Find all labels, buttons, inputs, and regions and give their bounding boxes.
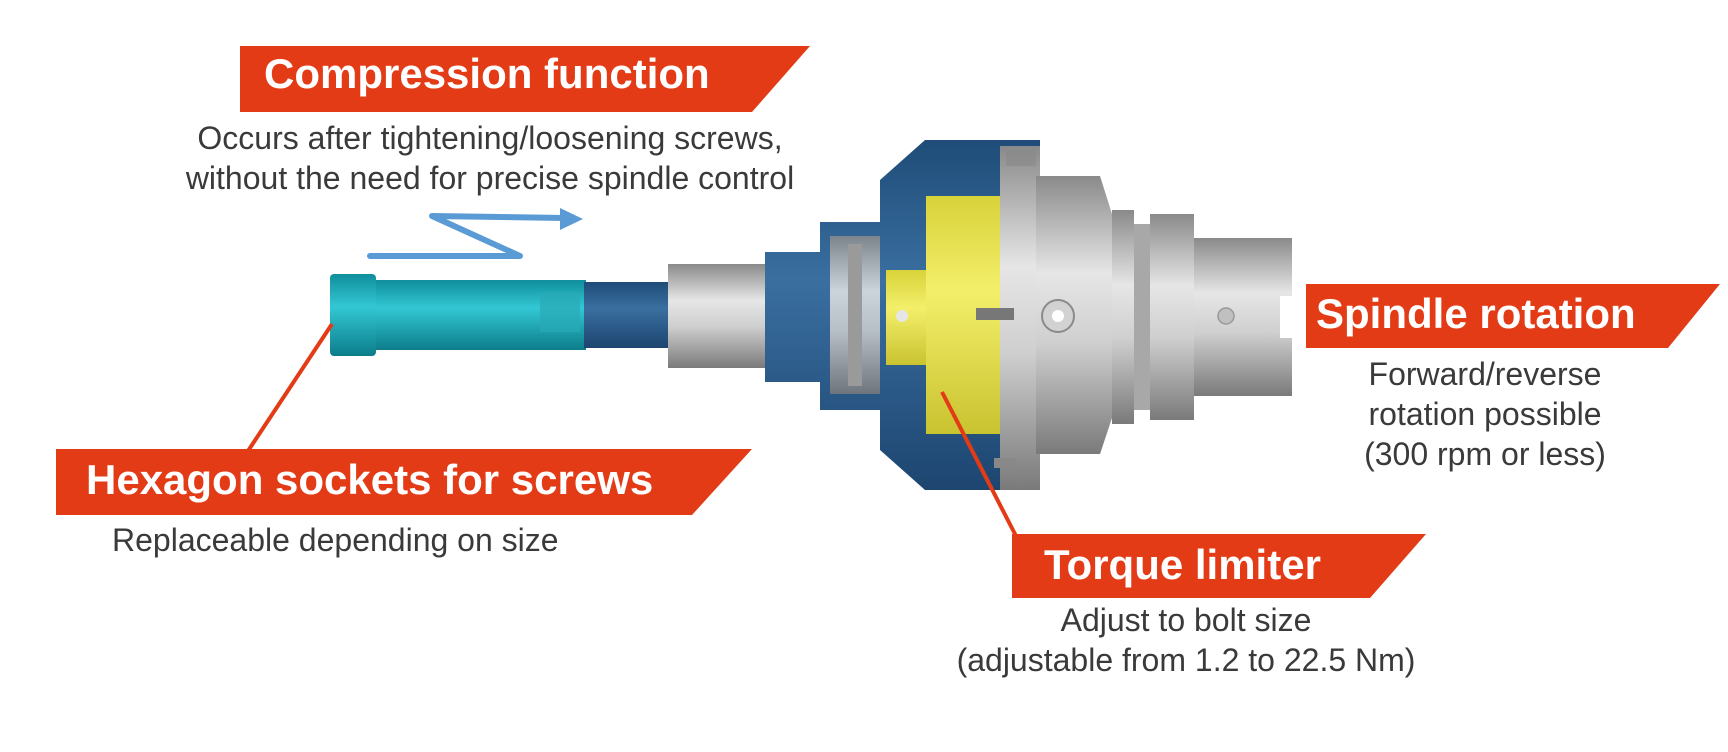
hexagon-banner bbox=[56, 449, 752, 515]
spindle-description: Forward/reverse rotation possible (300 r… bbox=[1320, 354, 1650, 474]
hexagon-description: Replaceable depending on size bbox=[112, 520, 622, 560]
compression-arrow-icon bbox=[367, 208, 583, 259]
torque-description-line-2: (adjustable from 1.2 to 22.5 Nm) bbox=[956, 642, 1416, 678]
compression-title: Compression function bbox=[264, 50, 710, 97]
compression-description-line-2: without the need for precise spindle con… bbox=[185, 160, 795, 196]
inner-shaft-part bbox=[668, 264, 778, 368]
spindle-description-line-2: rotation possible bbox=[1368, 396, 1602, 432]
hexagon-description-line-1: Replaceable depending on size bbox=[112, 522, 559, 558]
spindle-banner bbox=[1306, 284, 1720, 348]
compression-banner bbox=[240, 46, 810, 112]
torque-description: Adjust to bolt size (adjustable from 1.2… bbox=[906, 600, 1466, 680]
spindle-description-line-1: Forward/reverse bbox=[1368, 356, 1602, 392]
torque-banner bbox=[1012, 534, 1426, 598]
hexagon-socket-part bbox=[330, 274, 586, 356]
torque-title: Torque limiter bbox=[1044, 541, 1321, 588]
torque-leader-line bbox=[940, 391, 1018, 537]
compression-description: Occurs after tightening/loosening screws… bbox=[120, 118, 860, 198]
torque-description-line-1: Adjust to bolt size bbox=[1060, 602, 1312, 638]
hsk-shank-part bbox=[1112, 210, 1292, 424]
compression-description-line-1: Occurs after tightening/loosening screws… bbox=[197, 120, 783, 156]
spindle-description-line-3: (300 rpm or less) bbox=[1364, 436, 1606, 472]
hexagon-title: Hexagon sockets for screws bbox=[86, 456, 654, 503]
shaft-part bbox=[584, 282, 670, 348]
spindle-title: Spindle rotation bbox=[1316, 290, 1636, 337]
hexagon-leader-line bbox=[246, 322, 334, 453]
